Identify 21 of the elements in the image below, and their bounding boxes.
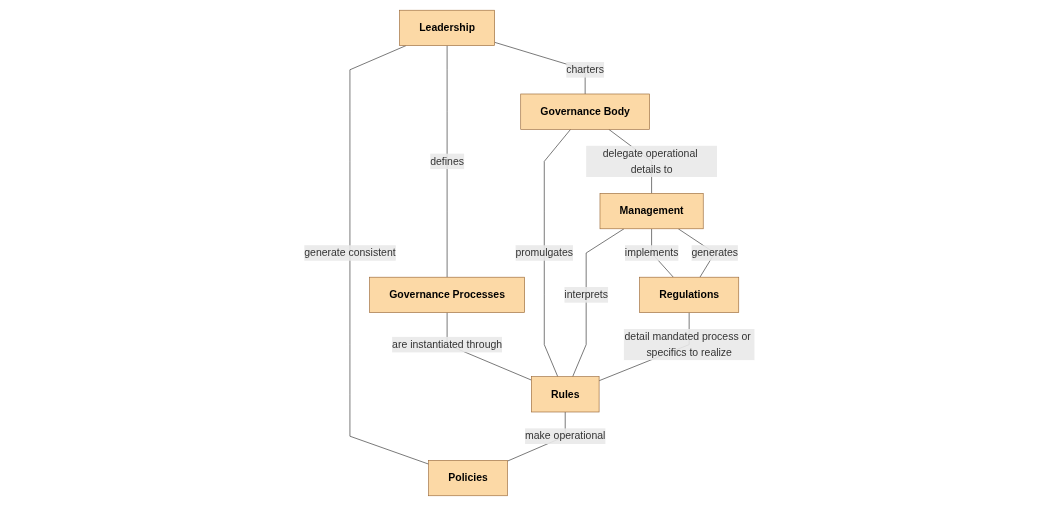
edge-label: generates [691, 247, 738, 259]
node-box: Governance Processes [368, 276, 525, 313]
node-box: Rules [530, 376, 599, 413]
edge-label: delegate operational details to [602, 147, 698, 175]
edge-label: promulgates [515, 247, 573, 259]
node-box: Management [599, 193, 704, 230]
node-box: Governance Body [519, 93, 650, 130]
node-box: Policies [427, 460, 508, 497]
edge-label: charters [565, 63, 604, 76]
connector [571, 228, 624, 377]
edge-label: interprets [563, 288, 608, 301]
edge-label: detail mandated process or specifics to realize [624, 330, 751, 358]
node-box: Leadership [398, 9, 495, 46]
edge-label: generate consistent [303, 247, 396, 259]
edge-label: defines [429, 155, 464, 167]
connector [543, 129, 571, 377]
connector [349, 45, 429, 465]
node-box: Regulations [638, 276, 739, 313]
edge-label: make operational [524, 430, 605, 442]
edge-label: are instantiated through [391, 338, 502, 350]
edge-label: implements [624, 247, 678, 259]
